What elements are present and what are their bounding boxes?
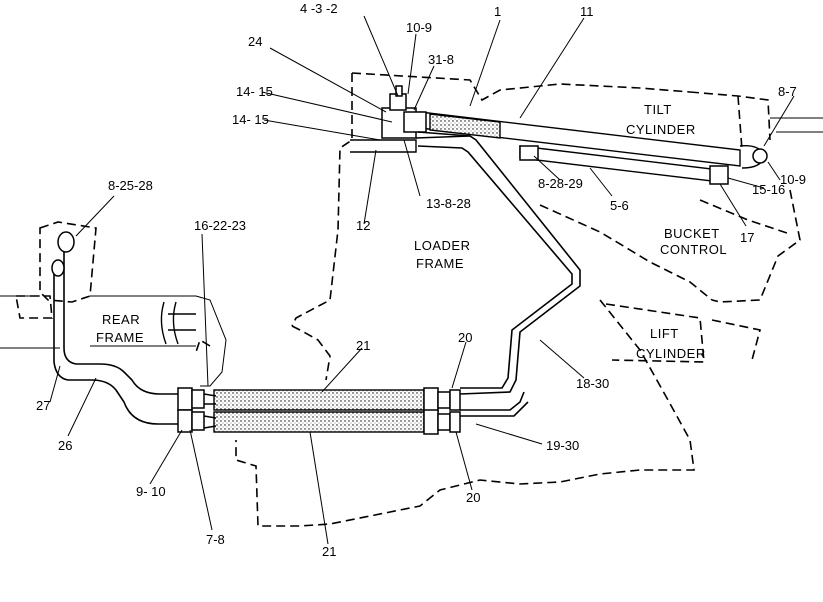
- rear-label-line1: REAR: [102, 312, 140, 327]
- callout-14-15-a: 14- 15: [236, 84, 273, 99]
- loader-frame-outline: [235, 72, 713, 527]
- lift-label-line1: LIFT: [650, 326, 679, 341]
- tilt-cylinder-tube: [419, 111, 768, 185]
- callout-8-28-29: 8-28-29: [538, 176, 583, 191]
- region-lift-cylinder: LIFT CYLINDER: [636, 326, 706, 361]
- callout-11: 11: [580, 4, 594, 19]
- region-loader-frame: LOADER FRAME: [414, 238, 470, 271]
- callout-5-6: 5-6: [610, 198, 629, 213]
- callout-8-7: 8-7: [778, 84, 797, 99]
- callout-14-15-b: 14- 15: [232, 112, 269, 127]
- lift-label-line2: CYLINDER: [636, 346, 706, 361]
- part-callouts: 4 -3 -2 10-9 1 11 24 31-8 14- 15 14- 15 …: [36, 1, 806, 559]
- callout-16-22-23: 16-22-23: [194, 218, 246, 233]
- hose-26-27: [51, 231, 178, 425]
- loader-label-line2: FRAME: [416, 256, 464, 271]
- bucket-control-block: [709, 165, 729, 185]
- callout-10-9-right: 10-9: [780, 172, 806, 187]
- callout-20-bottom: 20: [466, 490, 480, 505]
- callout-20-top: 20: [458, 330, 472, 345]
- callout-13-8-28: 13-8-28: [426, 196, 471, 211]
- hose-18-30: [417, 131, 581, 395]
- loader-label-line1: LOADER: [414, 238, 470, 253]
- callout-31-8: 31-8: [428, 52, 454, 67]
- tilt-lower-fitting: [519, 145, 539, 161]
- region-bucket-control: BUCKET CONTROL: [660, 226, 727, 257]
- leader-lines: [49, 15, 795, 545]
- callout-17: 17: [740, 230, 754, 245]
- callout-15-16: 15-16: [752, 182, 785, 197]
- callout-7-8: 7-8: [206, 532, 225, 547]
- fittings-7-8-9-10: [177, 387, 217, 433]
- callout-27: 27: [36, 398, 50, 413]
- callout-26: 26: [58, 438, 72, 453]
- lift-cylinder-outline: [605, 303, 761, 363]
- hose-end-8-25-28-lower: [51, 259, 65, 277]
- bucket-label-line2: CONTROL: [660, 242, 727, 257]
- tilt-label-line2: CYLINDER: [626, 122, 696, 137]
- hose-19-30: [460, 391, 529, 417]
- hose-21-upper: [213, 389, 425, 411]
- callout-1: 1: [494, 4, 501, 19]
- tilt-cylinder-outline: [689, 91, 823, 151]
- callout-9-10: 9- 10: [136, 484, 166, 499]
- callout-8-25-28: 8-25-28: [108, 178, 153, 193]
- callout-24: 24: [248, 34, 262, 49]
- rear-label-line2: FRAME: [96, 330, 144, 345]
- bucket-label-line1: BUCKET: [664, 226, 720, 241]
- tilt-label-line1: TILT: [644, 102, 672, 117]
- bucket-control-outline: [699, 189, 801, 303]
- fittings-20: [423, 387, 461, 435]
- callout-21-bottom: 21: [322, 544, 336, 559]
- callout-10-9-top: 10-9: [406, 20, 432, 35]
- rear-frame-outline: [0, 221, 227, 387]
- callout-19-30: 19-30: [546, 438, 579, 453]
- hose-21-lower: [213, 411, 425, 433]
- callout-12: 12: [356, 218, 370, 233]
- callout-18-30: 18-30: [576, 376, 609, 391]
- valve-manifold: [350, 85, 471, 153]
- callout-4-3-2: 4 -3 -2: [300, 1, 338, 16]
- callout-21-top: 21: [356, 338, 370, 353]
- tilt-end-elbow: [752, 148, 768, 164]
- region-rear-frame: REAR FRAME: [96, 312, 144, 345]
- hose-end-8-25-28-upper: [57, 231, 75, 253]
- region-tilt-cylinder: TILT CYLINDER: [626, 102, 696, 137]
